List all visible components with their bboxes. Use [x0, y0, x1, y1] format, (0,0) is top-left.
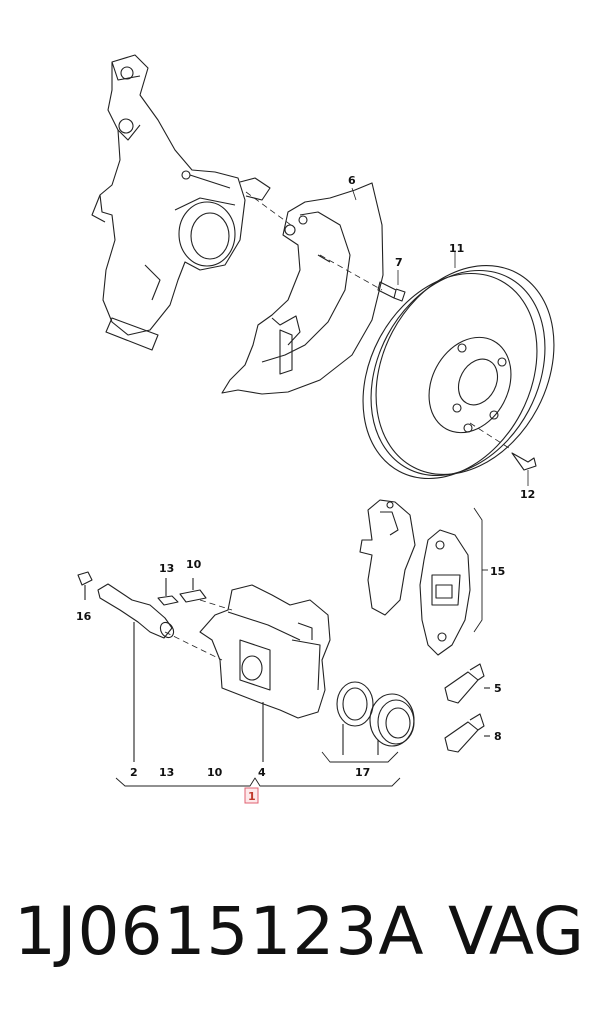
- grease-tube-8: [444, 713, 490, 753]
- label-16: 16: [76, 610, 92, 623]
- axis-lines: [164, 191, 513, 661]
- brake-pad-front: [419, 529, 471, 656]
- label-11: 11: [449, 242, 464, 255]
- piston-seal: [336, 681, 374, 755]
- label-13-bottom: 13: [159, 766, 174, 779]
- label-7: 7: [395, 256, 403, 269]
- part-labels: 6 7 11 12 13 10 16 15 5 8 2 13 10 4 17 1: [76, 174, 535, 804]
- label-1[interactable]: 1: [248, 790, 256, 803]
- label-10-top: 10: [186, 558, 202, 571]
- part-number: 1J0615123A: [14, 893, 425, 970]
- cap-16: [77, 571, 93, 600]
- brake-pad-rear: [359, 499, 416, 616]
- brake-assembly-diagram: 6 7 11 12 13 10 16 15 5 8 2 13 10 4 17 1: [76, 54, 555, 804]
- label-8: 8: [494, 730, 502, 743]
- piston: [369, 693, 415, 755]
- grease-tube-5: [444, 663, 490, 704]
- bolt-13: [157, 578, 179, 606]
- label-5: 5: [494, 682, 502, 695]
- guide-pin: [97, 583, 175, 762]
- label-2: 2: [130, 766, 138, 779]
- brake-caliper: [199, 584, 331, 762]
- bolt-10: [179, 578, 207, 603]
- label-4: 4: [258, 766, 266, 779]
- splash-shield: [221, 182, 384, 395]
- bolt-7: [377, 281, 406, 302]
- label-10-bottom: 10: [207, 766, 223, 779]
- label-1-highlight: [244, 787, 259, 804]
- label-17: 17: [355, 766, 370, 779]
- label-12: 12: [520, 488, 535, 501]
- brake-disc: [362, 264, 555, 480]
- steering-knuckle: [91, 54, 271, 351]
- brand-name: VAG: [448, 893, 585, 970]
- label-13-top: 13: [159, 562, 174, 575]
- label-6: 6: [348, 174, 356, 187]
- screw-12: [511, 452, 537, 471]
- label-15: 15: [490, 565, 505, 578]
